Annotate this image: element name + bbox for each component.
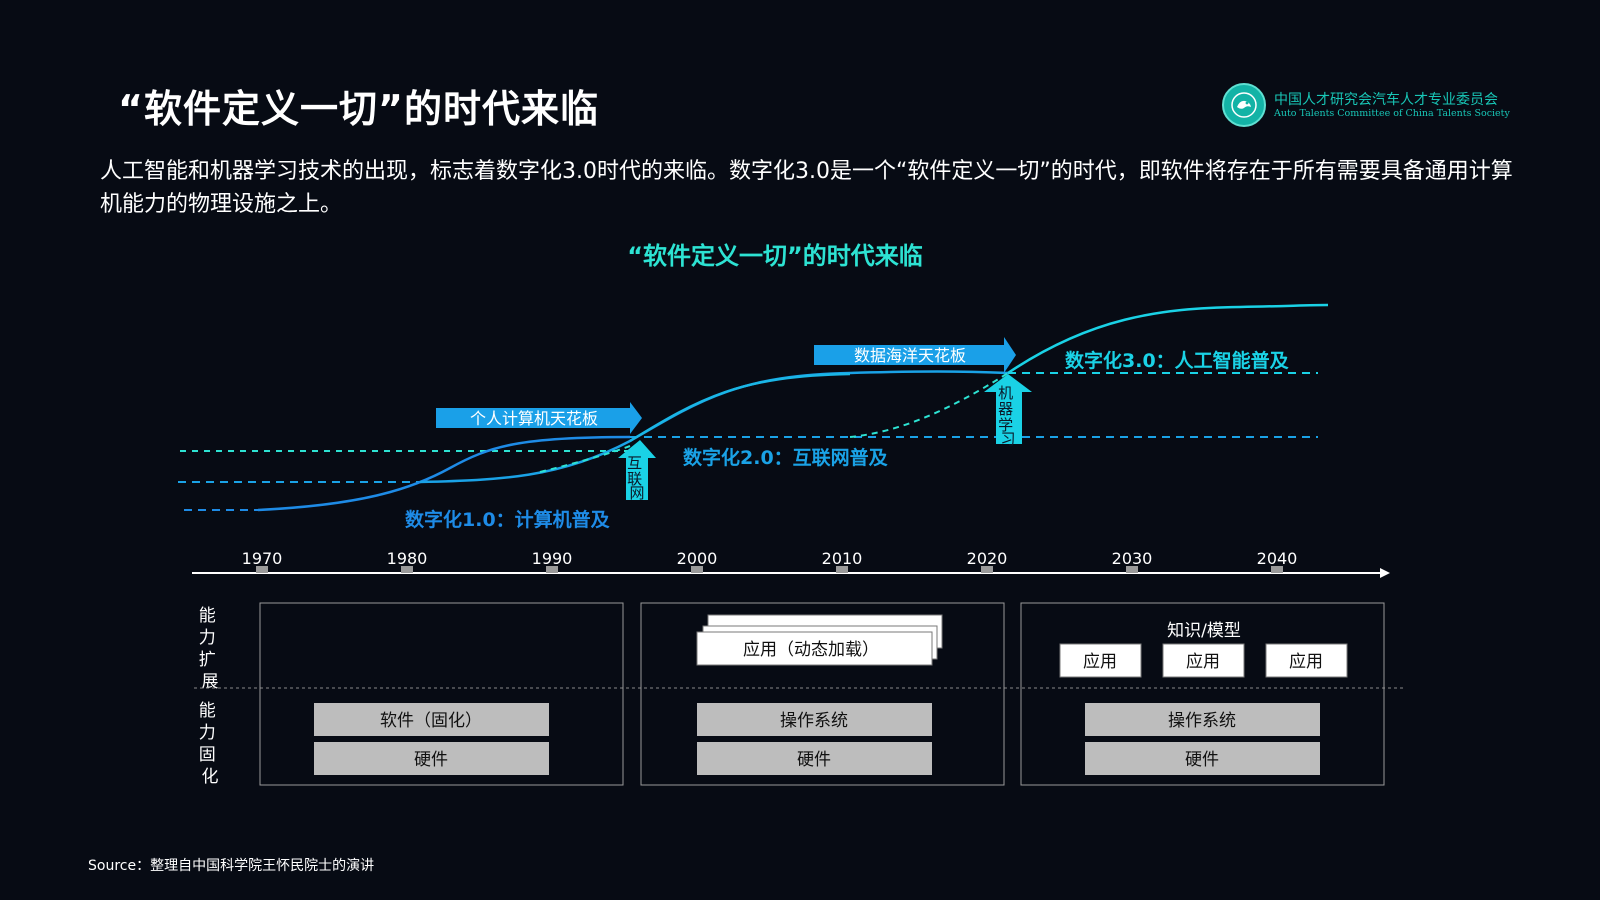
era1-label: 数字化1.0：计算机普及 [405,508,611,531]
page-title: “软件定义一切”的时代来临 [118,87,599,131]
box-app-c [1265,643,1348,678]
timeline-year-label: 2040 [1257,549,1298,568]
box-hardware-3-label: 硬件 [1185,750,1219,770]
timeline-ticks: 1970 1980 1990 2000 2010 2020 2030 2040 [242,549,1298,573]
arrow-up-internet [618,440,656,500]
box-app-c-label: 应用 [1289,652,1323,672]
box-app-a-label: 应用 [1083,652,1117,672]
label-machine-learning: 机 器 学 习 [998,384,1018,448]
timeline-year-label: 2020 [967,549,1008,568]
timeline-tick [1271,566,1283,573]
organization-logo: 中国人才研究会汽车人才专业委员会 Auto Talents Committee … [1222,83,1522,129]
panel-era2 [640,602,1005,786]
box-hardware-1 [314,742,549,775]
timeline-year-label: 2000 [677,549,718,568]
timeline-tick [546,566,558,573]
arrow-banner-pc [436,402,642,434]
side-label-fixed: 能 力 固 化 [199,701,221,787]
box-hardware-2 [697,742,932,775]
curve-era2-rise [629,372,851,443]
box-software-fixed [314,703,549,736]
logo-name-en: Auto Talents Committee of China Talents … [1274,108,1510,119]
society-emblem-icon [1222,83,1266,127]
timeline-year-label: 1990 [532,549,573,568]
side-label-expand: 能 力 扩 展 [199,606,221,692]
box-os-3-label: 操作系统 [1168,711,1236,731]
panel-era1 [259,602,624,786]
arrow-up-machine-learning [984,374,1032,444]
curve-era3 [1007,303,1329,375]
curve-era1 [257,435,631,512]
box-app-b-label: 应用 [1186,652,1220,672]
timeline-tick [1126,566,1138,573]
timeline-tick [981,566,993,573]
box-app-a [1059,643,1142,678]
box-app-dynamic [696,631,933,666]
arrow-banner-data-ocean [814,337,1016,373]
timeline-year-label: 2030 [1112,549,1153,568]
label-internet: 互 联 网 [627,454,647,502]
timeline-tick [836,566,848,573]
panel-era3 [1020,602,1385,786]
box-os-2 [697,703,932,736]
box-app-dynamic-label: 应用（动态加载） [743,640,879,660]
era3-label: 数字化3.0：人工智能普及 [1065,349,1290,372]
timeline-tick [691,566,703,573]
box-hardware-1-label: 硬件 [414,750,448,770]
logo-name-cn: 中国人才研究会汽车人才专业委员会 [1274,92,1498,108]
curve-era3-dashed [849,372,1009,438]
timeline-tick [256,566,268,573]
knowledge-model-label: 知识/模型 [1167,621,1241,641]
timeline-year-label: 1970 [242,549,283,568]
curve-era2-dashed [539,445,631,473]
timeline-tick [401,566,413,573]
label-pc-ceiling: 个人计算机天花板 [470,409,598,428]
box-app-b [1162,643,1245,678]
timeline-year-label: 2010 [822,549,863,568]
box-os-3 [1085,703,1320,736]
box-hardware-2-label: 硬件 [797,750,831,770]
box-os-2-label: 操作系统 [780,711,848,731]
era2-label: 数字化2.0：互联网普及 [683,446,889,469]
box-software-fixed-label: 软件（固化） [380,711,482,731]
intro-paragraph: 人工智能和机器学习技术的出现，标志着数字化3.0时代的来临。数字化3.0是一个“… [100,159,1513,217]
label-data-ocean-ceiling: 数据海洋天花板 [854,346,966,365]
source-note: Source：整理自中国科学院王怀民院士的演讲 [88,858,375,874]
timeline-year-label: 1980 [387,549,428,568]
box-hardware-3 [1085,742,1320,775]
diagram-title: “软件定义一切”的时代来临 [627,242,923,270]
